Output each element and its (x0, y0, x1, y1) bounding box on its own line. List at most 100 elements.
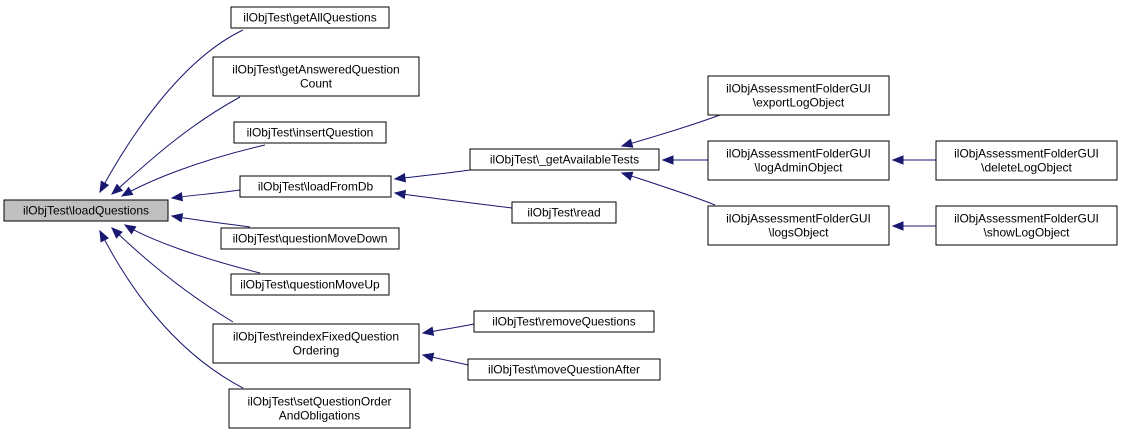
edge-line (394, 192, 513, 209)
node-box (3, 199, 169, 222)
edge-n14-n9 (661, 155, 709, 165)
edge-n12-n7 (421, 352, 469, 366)
edge-line (99, 230, 244, 389)
arrowhead (620, 171, 634, 181)
node-n6[interactable]: ilObjTest\questionMoveUp (230, 273, 390, 296)
arrowhead (891, 221, 904, 231)
node-label: ilObjAssessmentFolderGUI (954, 147, 1099, 161)
node-n16[interactable]: ilObjAssessmentFolderGUI\deleteLogObject (935, 140, 1118, 181)
node-box (212, 323, 420, 364)
node-label: \showLogObject (983, 226, 1070, 240)
node-box (511, 201, 617, 224)
edge-n3-n0 (120, 144, 266, 197)
arrowhead (421, 326, 435, 336)
edge-n1-n0 (99, 29, 244, 194)
node-label: \logAdminObject (754, 161, 843, 175)
arrowhead (393, 189, 407, 200)
edge-line (621, 114, 721, 147)
edge-n15-n9 (620, 171, 716, 206)
node-box (212, 56, 420, 97)
arrowhead (421, 352, 435, 363)
node-label: ilObjTest\setQuestionOrder (247, 395, 391, 409)
node-n9[interactable]: ilObjTest\_getAvailableTests (469, 148, 660, 171)
edges-layer (99, 29, 937, 389)
edge-n11-n7 (421, 323, 475, 336)
node-n3[interactable]: ilObjTest\insertQuestion (233, 121, 387, 144)
edge-n16-n14 (891, 155, 937, 165)
node-n14[interactable]: ilObjAssessmentFolderGUI\logAdminObject (707, 140, 890, 181)
edge-line (99, 29, 244, 193)
node-n0[interactable]: ilObjTest\loadQuestions (3, 199, 169, 222)
node-box (233, 121, 387, 144)
node-box (239, 175, 392, 198)
node-label: ilObjTest\loadFromDb (258, 180, 374, 194)
arrowhead (170, 191, 184, 202)
node-label: ilObjTest\_getAvailableTests (490, 153, 639, 167)
node-label: ilObjAssessmentFolderGUI (726, 147, 871, 161)
node-label: ilObjTest\moveQuestionAfter (488, 363, 640, 377)
edge-line (171, 215, 251, 228)
node-label: ilObjTest\questionMoveUp (240, 278, 380, 292)
node-box (228, 388, 411, 429)
node-label: ilObjTest\removeQuestions (492, 315, 635, 329)
edge-n4-n0 (170, 189, 241, 202)
node-box (935, 140, 1118, 181)
node-label: \deleteLogObject (981, 161, 1072, 175)
edge-line (111, 227, 234, 323)
node-label: ilObjTest\questionMoveDown (233, 232, 388, 246)
edge-n17-n15 (891, 221, 936, 231)
edge-line (121, 144, 266, 197)
node-box (707, 205, 890, 246)
node-label: \logsObject (768, 226, 829, 240)
node-label: ilObjTest\loadQuestions (23, 204, 149, 218)
nodes-layer: ilObjTest\loadQuestions ilObjTest\getAllQ… (3, 6, 1118, 429)
node-n11[interactable]: ilObjTest\removeQuestions (473, 310, 655, 333)
node-n15[interactable]: ilObjAssessmentFolderGUI\logsObject (707, 205, 890, 246)
node-label: ilObjTest\getAnsweredQuestion (232, 63, 399, 77)
node-label: Ordering (293, 344, 340, 358)
arrowhead (393, 173, 406, 183)
node-n13[interactable]: ilObjAssessmentFolderGUI\exportLogObject (707, 75, 890, 116)
edge-n6-n0 (123, 224, 261, 274)
node-label: AndObligations (279, 409, 360, 423)
node-label: ilObjAssessmentFolderGUI (726, 212, 871, 226)
arrowhead (123, 224, 137, 235)
node-n4[interactable]: ilObjTest\loadFromDb (239, 175, 392, 198)
edge-line (111, 96, 241, 195)
node-box (707, 140, 890, 181)
node-n5[interactable]: ilObjTest\questionMoveDown (220, 227, 400, 250)
node-n17[interactable]: ilObjAssessmentFolderGUI\showLogObject (935, 205, 1118, 246)
node-box (230, 273, 390, 296)
node-label: ilObjTest\reindexFixedQuestion (233, 330, 399, 344)
node-box (935, 205, 1118, 246)
node-box (467, 358, 661, 381)
arrowhead (891, 155, 904, 165)
node-label: Count (300, 77, 333, 91)
arrowhead (99, 229, 109, 243)
arrowhead (620, 138, 634, 148)
arrowhead (661, 155, 674, 165)
node-n10[interactable]: ilObjTest\read (511, 201, 617, 224)
node-box (230, 6, 390, 29)
edge-line (124, 224, 261, 274)
node-label: \exportLogObject (753, 96, 845, 110)
node-label: ilObjAssessmentFolderGUI (726, 82, 871, 96)
edge-line (394, 169, 471, 180)
arrowhead (111, 227, 123, 239)
edge-n7-n0 (111, 227, 234, 323)
edge-line (621, 172, 716, 206)
arrowhead (120, 186, 134, 197)
node-n1[interactable]: ilObjTest\getAllQuestions (230, 6, 390, 29)
edge-n2-n0 (110, 96, 241, 195)
arrowhead (110, 183, 124, 195)
node-label: ilObjTest\insertQuestion (247, 126, 374, 140)
node-box (707, 75, 890, 116)
edge-n8-n0 (99, 229, 244, 389)
node-n12[interactable]: ilObjTest\moveQuestionAfter (467, 358, 661, 381)
node-label: ilObjAssessmentFolderGUI (954, 212, 1099, 226)
edge-n9-n4 (393, 169, 471, 183)
